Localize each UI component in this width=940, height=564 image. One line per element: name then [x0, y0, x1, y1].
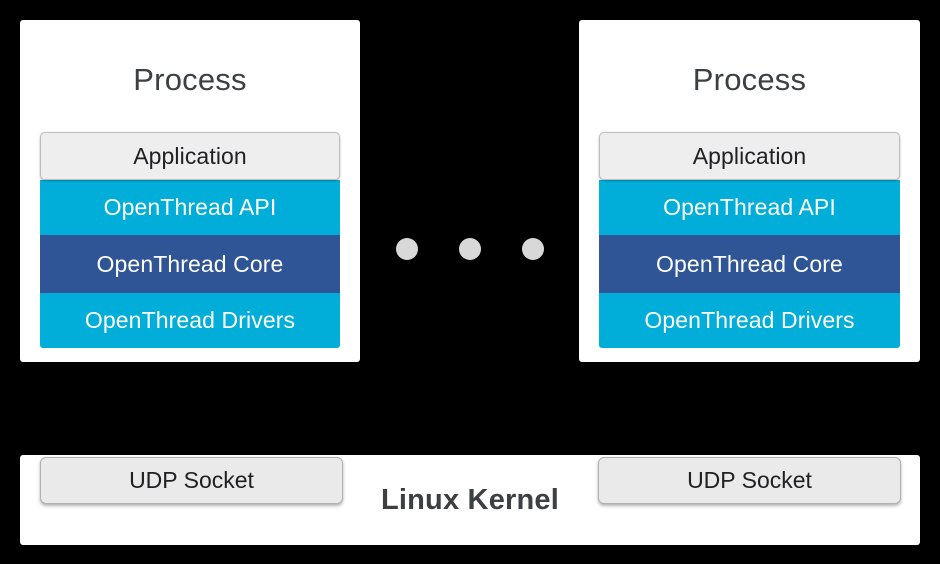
layer-application-left: Application [40, 132, 340, 180]
layer-openthread-api-left: OpenThread API [40, 180, 340, 235]
layer-openthread-drivers-left: OpenThread Drivers [40, 293, 340, 348]
kernel-panel: Linux Kernel UDP Socket UDP Socket [20, 455, 920, 545]
layer-stack-right: Application OpenThread API OpenThread Co… [599, 132, 900, 348]
process-title-left: Process [133, 62, 247, 97]
layer-openthread-api-right: OpenThread API [599, 180, 900, 235]
process-title-right: Process [692, 62, 807, 97]
process-panel-right: Process Application OpenThread API OpenT… [579, 20, 920, 362]
arrow-shaft [748, 535, 752, 564]
ellipsis-dot [396, 238, 418, 260]
udp-socket-box-right: UDP Socket [598, 457, 901, 504]
layer-openthread-core-right: OpenThread Core [599, 235, 900, 293]
horizontal-ellipsis-icon [396, 237, 544, 261]
ellipsis-dot [459, 238, 481, 260]
layer-openthread-core-left: OpenThread Core [40, 235, 340, 293]
layer-openthread-drivers-right: OpenThread Drivers [599, 293, 900, 348]
ellipsis-dot [522, 238, 544, 260]
udp-socket-box-left: UDP Socket [40, 457, 343, 504]
layer-stack-left: Application OpenThread API OpenThread Co… [40, 132, 340, 348]
kernel-title: Linux Kernel [380, 483, 560, 516]
process-panel-left: Process Application OpenThread API OpenT… [20, 20, 360, 362]
layer-application-right: Application [599, 132, 900, 180]
arrow-shaft [188, 535, 192, 564]
